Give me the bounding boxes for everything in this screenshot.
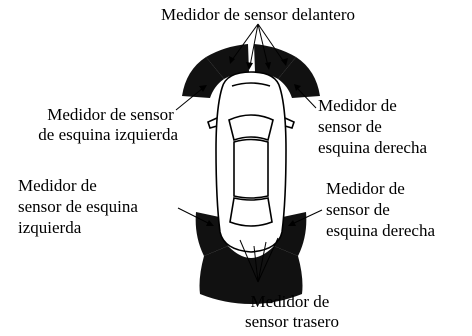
car-hood-line — [231, 82, 271, 87]
label-rear-left-corner-sensor: Medidor de sensor de esquina izquierda — [18, 176, 142, 237]
label-rear-sensor: Medidor de sensor trasero — [245, 292, 339, 331]
label-front-right-corner-sensor: Medidor de sensor de esquina derecha — [318, 96, 427, 157]
label-front-sensor: Medidor de sensor delantero — [161, 5, 355, 24]
leader-lines — [175, 23, 323, 283]
label-rear-right-corner-sensor: Medidor de sensor de esquina derecha — [326, 179, 435, 240]
car-top-view — [207, 71, 295, 253]
car-rear-window — [229, 197, 273, 227]
label-front-left-corner-sensor: Medidor de sensor de esquina izquierda — [38, 105, 178, 144]
front-left-corner-segment — [182, 57, 224, 98]
car-right-mirror — [284, 117, 295, 129]
car-windshield — [228, 114, 274, 142]
car-roof — [233, 138, 269, 199]
rear-center-segment — [199, 246, 303, 304]
front-left-center-segment — [206, 44, 249, 79]
front-right-corner-segment — [278, 57, 320, 98]
car-body — [215, 71, 287, 253]
car-left-mirror — [207, 117, 218, 129]
